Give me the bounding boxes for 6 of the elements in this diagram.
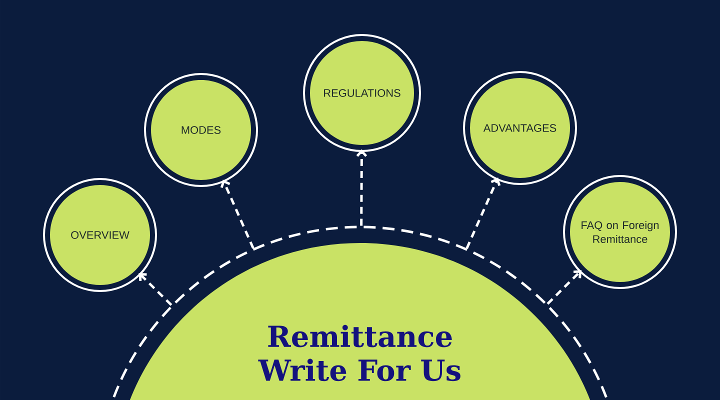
arrow bbox=[466, 178, 501, 249]
arrow bbox=[138, 272, 172, 306]
arrow bbox=[546, 270, 582, 305]
arrow bbox=[220, 180, 254, 249]
arrow bbox=[356, 149, 368, 226]
title-text: Remittance Write For Us bbox=[258, 324, 460, 382]
